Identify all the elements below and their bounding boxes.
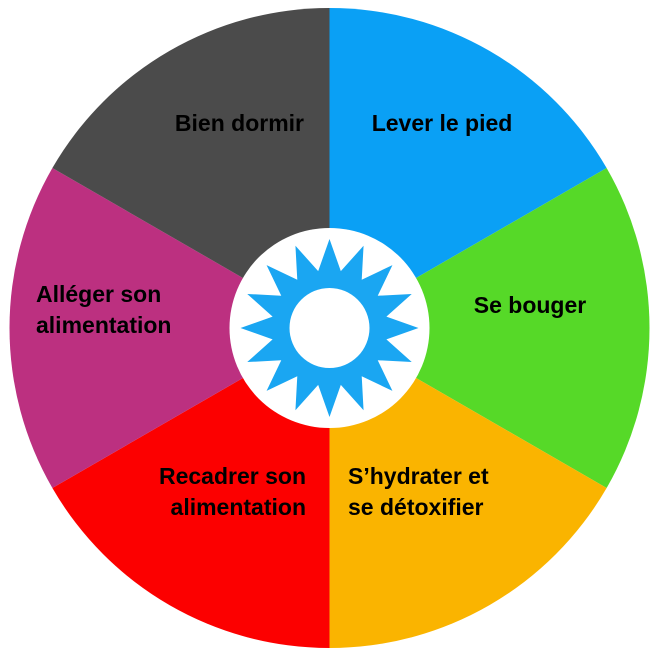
label-line: Alléger son: [36, 281, 161, 307]
label-line: Lever le pied: [372, 110, 513, 136]
label-line: S’hydrater et: [348, 463, 489, 489]
segment-s-hydrater: [329, 328, 607, 648]
label-recadrer: Recadrer son alimentation: [159, 463, 306, 520]
center-hub: [229, 228, 430, 428]
label-line: alimentation: [36, 312, 171, 338]
label-line: Recadrer son: [159, 463, 306, 489]
segment-alleger: [9, 168, 330, 488]
sun-core: [289, 288, 370, 368]
label-s-hydrater: S’hydrater et se détoxifier: [348, 463, 489, 520]
segment-se-bouger: [329, 168, 650, 488]
label-alleger: Alléger son alimentation: [36, 281, 171, 338]
label-line: alimentation: [171, 494, 306, 520]
segment-bien-dormir: [52, 8, 330, 328]
label-line: Se bouger: [474, 292, 587, 318]
label-line: Bien dormir: [175, 110, 304, 136]
label-se-bouger: Se bouger: [474, 292, 587, 318]
segment-lever-le-pied: [329, 8, 607, 328]
wheel-segments: [9, 8, 650, 648]
segment-recadrer: [52, 328, 330, 648]
label-lever-le-pied: Lever le pied: [372, 110, 513, 136]
label-bien-dormir: Bien dormir: [175, 110, 304, 136]
label-line: se détoxifier: [348, 494, 484, 520]
